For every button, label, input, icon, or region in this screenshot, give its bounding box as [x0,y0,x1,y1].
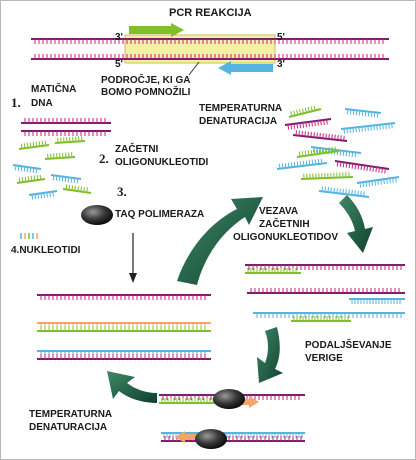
strand-end-top-right: 5' [277,32,285,43]
polymerase-extending-bottom [195,429,227,449]
primer-green-arrow [129,23,184,37]
annealed-template-3 [253,312,405,318]
step2-primer [12,164,42,174]
step2-primer [18,140,50,150]
denatured-strand [344,108,382,118]
taq-polymerase [81,205,113,225]
denaturation-top-line1: TEMPERATURNA [199,103,283,114]
step2-primer [16,174,46,184]
step2-primer [62,184,92,194]
template-strand-top [31,38,389,44]
polymerase-extending-top [213,389,245,409]
step3-label: TAQ POLIMERAZA [115,209,205,220]
extension-line2: VERIGE [305,353,343,364]
denatured-strand [340,122,396,134]
step2-primer [50,174,82,184]
annealed-template-2 [247,288,405,294]
cycle-strand-1 [37,294,211,300]
annealing-line2: ZAČETNIH [259,219,310,230]
step4-label: 4.NUKLEOTIDI [11,245,81,256]
step1-dna-strand-top [21,118,111,124]
annealing-line3: OLIGONUKLEOTIDOV [233,232,338,243]
page-title: PCR REAKCIJA [169,7,252,19]
annealed-primer-3 [291,316,351,322]
cycle-arrow-left [107,371,157,403]
step1-label-line2: DNA [31,98,53,109]
strand-end-top-left: 3' [115,32,123,43]
strand-end-bottom-left: 5' [115,59,123,70]
annealed-primer-2 [349,298,405,304]
annealed-primer-1 [245,268,301,274]
mix-arrow-head [129,273,137,283]
cycle-arrow-down [257,327,283,383]
step1-label-line1: MATIČNA [31,84,77,95]
cycle-arrow-up [177,197,263,285]
annealing-line1: VEZAVA [259,206,299,217]
primer-blue-arrow [218,61,273,75]
target-region-pointer [188,61,200,76]
denaturation-top-line2: DENATURACIJA [199,116,278,127]
step2-primer [44,152,76,160]
target-region-label-line2: BOMO POMNOŽILI [101,87,191,98]
denaturation-bottom-line2: DENATURACIJA [29,422,108,433]
denatured-strand [296,146,340,158]
denaturation-bottom-line1: TEMPERATURNA [29,409,113,420]
extension-line1: PODALJŠEVANJE [305,340,392,351]
extension-arrow-left [175,431,197,443]
template-strand-bottom [31,54,389,60]
step2-label-line1: ZAČETNI [115,144,159,155]
target-region-label-line1: PODROČJE, KI GA [101,75,191,86]
annealed-template-1 [245,264,405,270]
denatured-strand [288,105,322,118]
cycle-strand-5 [37,354,211,360]
cycle-strand-3 [37,326,211,332]
strand-end-bottom-right: 3' [277,59,285,70]
denatured-strand [334,160,390,174]
denatured-strand [276,158,328,170]
denatured-strand [318,186,370,198]
cycle-arrow-right [339,195,373,253]
step2-label-line2: OLIGONUKLEOTIDI [115,157,209,168]
step2-number: 2. [99,151,109,166]
denatured-strand [284,118,332,130]
denatured-strand [356,176,400,188]
step1-dna-strand-bottom [21,130,111,136]
step3-number: 3. [117,184,127,199]
denatured-strand [292,130,348,142]
cycle-strand-2 [37,322,211,328]
denatured-strand [300,172,354,180]
step2-primer [28,190,58,200]
step2-primer [54,136,86,144]
step1-number: 1. [11,95,21,110]
